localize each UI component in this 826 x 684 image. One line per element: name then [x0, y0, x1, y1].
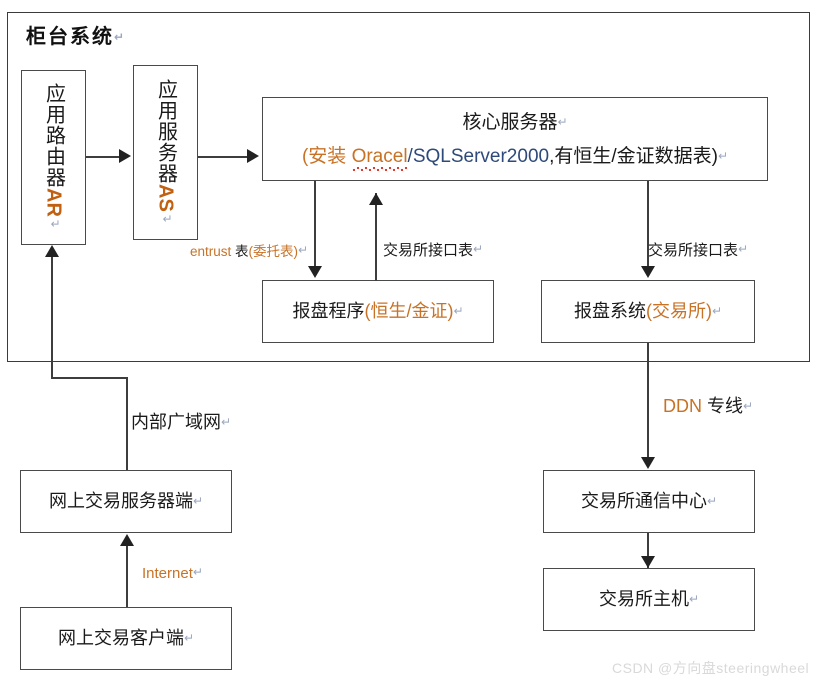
node-app-server[interactable]: 应用服务器AS↵ — [133, 65, 198, 240]
pilcrow-mark: ↵ — [473, 242, 484, 256]
connector-trade-server-to-router-vertical — [126, 377, 128, 470]
watermark-text: CSDN @方向盘steeringwheel — [612, 660, 810, 676]
core-server-line1: 核心服务器↵ — [263, 98, 767, 136]
pilcrow-mark: ↵ — [738, 242, 749, 256]
counter-system-container — [7, 12, 810, 362]
edge-label-exchange-iface-right: 交易所接口表↵ — [648, 243, 748, 258]
connector-trade-server-to-router-horizontal — [51, 377, 128, 379]
edge-label-internet: Internet↵ — [142, 566, 203, 581]
app-router-label-cn: 应用路由器 — [42, 83, 65, 189]
pilcrow-mark: ↵ — [298, 243, 309, 257]
node-exchange-host[interactable]: 交易所主机↵ — [543, 568, 755, 631]
connector-core-to-quote-system — [647, 181, 649, 269]
edge-label-entrust-table: entrust 表(委托表)↵ — [190, 244, 308, 259]
arrowhead-core-to-quote-program — [308, 266, 322, 278]
arrowhead-comm-center-to-host — [641, 556, 655, 568]
exchange-host-label: 交易所主机 — [598, 589, 689, 610]
online-trade-client-label: 网上交易客户端 — [57, 628, 184, 649]
entrust-label-latin: entrust — [190, 244, 232, 259]
exchange-iface-left-text: 交易所接口表 — [383, 242, 474, 259]
app-server-text: 应用服务器AS↵ — [154, 78, 177, 227]
csdn-watermark: CSDN @方向盘steeringwheel — [612, 658, 809, 678]
quote-system-label: 报盘系统 — [573, 301, 646, 322]
connector-quote-program-to-core — [375, 193, 377, 281]
quote-system-paren: (交易所) — [645, 301, 712, 322]
pilcrow-mark: ↵ — [183, 631, 195, 646]
arrowhead-trade-server-to-router — [45, 245, 59, 257]
counter-system-title-text: 柜台系统 — [26, 26, 114, 48]
internet-text: Internet — [142, 565, 193, 582]
arrowhead-client-to-trade-server — [120, 534, 134, 546]
node-quote-program[interactable]: 报盘程序(恒生/金证)↵ — [262, 280, 494, 343]
pilcrow-mark: ↵ — [711, 304, 723, 319]
ddn-label-latin: DDN — [663, 396, 702, 416]
app-router-label-code: AR — [42, 188, 65, 217]
exchange-host-text: 交易所主机↵ — [599, 587, 699, 612]
arrowhead-quote-program-to-core — [369, 193, 383, 205]
pilcrow-mark: ↵ — [192, 565, 203, 579]
core-server-line2: (安装 Oracel/SQLServer2000,有恒生/金证数据表)↵ — [263, 136, 767, 170]
quote-program-paren: (恒生/金证) — [364, 301, 454, 322]
pilcrow-mark: ↵ — [114, 30, 127, 44]
online-trade-client-text: 网上交易客户端↵ — [58, 626, 194, 651]
ddn-label-cn: 专线 — [702, 396, 744, 416]
app-router-text: 应用路由器AR↵ — [42, 83, 65, 232]
arrowhead-quote-system-to-comm-center — [641, 457, 655, 469]
online-trade-server-text: 网上交易服务器端↵ — [49, 489, 203, 514]
edge-label-exchange-iface-left: 交易所接口表↵ — [383, 243, 483, 258]
pilcrow-mark: ↵ — [688, 592, 700, 607]
node-exchange-comm-center[interactable]: 交易所通信中心↵ — [543, 470, 755, 533]
edge-label-ddn-line: DDN 专线↵ — [663, 397, 753, 415]
online-trade-server-label: 网上交易服务器端 — [48, 491, 193, 512]
arrowhead-core-to-quote-system — [641, 266, 655, 278]
arrowhead-router-to-server — [119, 149, 131, 163]
node-online-trade-server[interactable]: 网上交易服务器端↵ — [20, 470, 232, 533]
core-server-db-version: /SQLServer2000 — [407, 145, 550, 167]
edge-label-internal-wan: 内部广域网↵ — [131, 413, 231, 431]
connector-core-to-quote-program — [314, 181, 316, 269]
exchange-iface-right-text: 交易所接口表 — [648, 242, 739, 259]
core-server-db-name: Oracel — [351, 145, 408, 167]
arrowhead-server-to-core — [247, 149, 259, 163]
counter-system-title: 柜台系统↵ — [26, 20, 126, 49]
exchange-comm-center-label: 交易所通信中心 — [580, 491, 707, 512]
pilcrow-mark: ↵ — [743, 399, 754, 413]
internal-wan-text: 内部广域网 — [131, 412, 221, 432]
pilcrow-mark: ↵ — [48, 216, 63, 232]
pilcrow-mark: ↵ — [160, 211, 175, 227]
pilcrow-mark: ↵ — [192, 494, 204, 509]
node-online-trade-client[interactable]: 网上交易客户端↵ — [20, 607, 232, 670]
core-server-paren-open: (安装 — [301, 145, 352, 167]
node-quote-system[interactable]: 报盘系统(交易所)↵ — [541, 280, 755, 343]
quote-system-text: 报盘系统(交易所)↵ — [574, 299, 722, 324]
connector-client-to-trade-server — [126, 545, 128, 607]
node-app-router[interactable]: 应用路由器AR↵ — [21, 70, 86, 245]
pilcrow-mark: ↵ — [706, 494, 718, 509]
entrust-label-paren: (委托表) — [248, 244, 299, 259]
entrust-label-cn: 表 — [231, 244, 249, 259]
connector-trade-server-to-router-riser — [51, 257, 53, 378]
core-server-line2-rest: ,有恒生/金证数据表) — [549, 145, 718, 167]
pilcrow-mark: ↵ — [717, 148, 729, 163]
core-server-title: 核心服务器 — [462, 112, 558, 133]
connector-quote-system-to-comm-center — [647, 343, 649, 459]
quote-program-text: 报盘程序(恒生/金证)↵ — [292, 299, 463, 324]
pilcrow-mark: ↵ — [453, 304, 464, 319]
quote-program-label: 报盘程序 — [292, 301, 365, 322]
connector-server-to-core — [198, 156, 248, 158]
exchange-comm-center-text: 交易所通信中心↵ — [581, 489, 717, 514]
pilcrow-mark: ↵ — [557, 115, 568, 129]
connector-comm-center-to-host — [647, 533, 649, 568]
pilcrow-mark: ↵ — [221, 415, 232, 429]
node-core-server[interactable]: 核心服务器↵ (安装 Oracel/SQLServer2000,有恒生/金证数据… — [262, 97, 768, 181]
app-server-label-code: AS — [154, 183, 177, 212]
app-server-label-cn: 应用服务器 — [154, 78, 177, 184]
connector-router-to-server — [86, 156, 121, 158]
